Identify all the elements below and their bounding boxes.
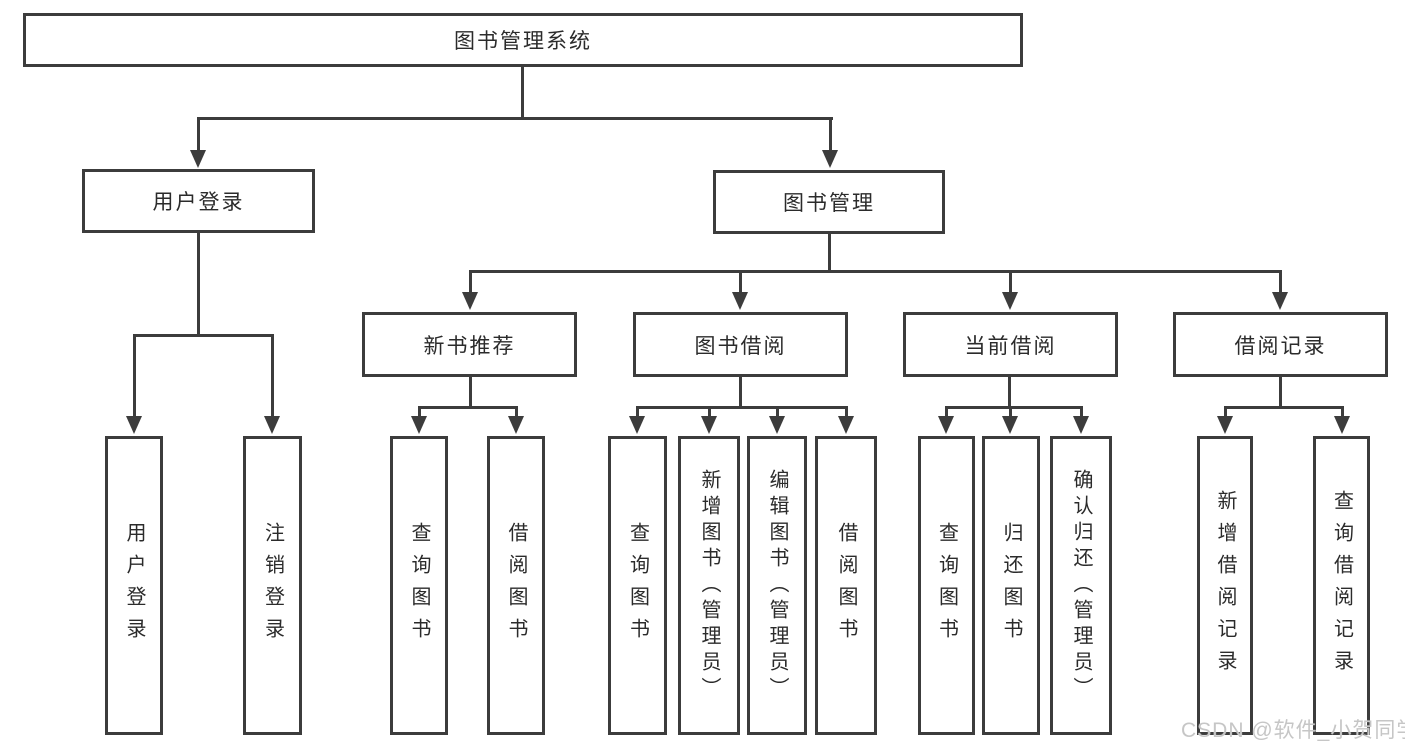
arrow-down-icon: [411, 416, 427, 434]
csdn-watermark: CSDN @软件_小贺同学: [1181, 719, 1405, 742]
arrow-down-icon: [769, 416, 785, 434]
connector-line: [197, 117, 833, 120]
arrow-down-icon: [629, 416, 645, 434]
arrow-down-icon: [732, 292, 748, 310]
leaf-borrow-books-recommend: 借阅图书: [487, 436, 545, 735]
connector-line: [1341, 406, 1344, 418]
node-borrow-records: 借阅记录: [1173, 312, 1388, 377]
arrow-down-icon: [1002, 416, 1018, 434]
connector-line: [829, 117, 832, 152]
connector-line: [1224, 406, 1344, 409]
connector-line: [1224, 406, 1227, 418]
arrow-down-icon: [126, 416, 142, 434]
leaf-logout: 注销登录: [243, 436, 302, 735]
connector-line: [1279, 270, 1282, 295]
connector-line: [845, 406, 848, 418]
connector-line: [521, 67, 524, 118]
connector-line: [739, 270, 742, 295]
leaf-borrow-books: 借阅图书: [815, 436, 877, 735]
leaf-user-login: 用户登录: [105, 436, 163, 735]
connector-line: [636, 406, 848, 409]
leaf-edit-book-admin: 编辑图书（管理员）: [747, 436, 807, 735]
node-current-borrow: 当前借阅: [903, 312, 1118, 377]
arrow-down-icon: [938, 416, 954, 434]
connector-line: [418, 406, 421, 418]
leaf-query-books-current: 查询图书: [918, 436, 975, 735]
arrow-down-icon: [508, 416, 524, 434]
connector-line: [1009, 406, 1012, 418]
connector-line: [1279, 377, 1282, 408]
connector-line: [739, 377, 742, 408]
arrow-down-icon: [1002, 292, 1018, 310]
connector-line: [1080, 406, 1083, 418]
arrow-down-icon: [701, 416, 717, 434]
arrow-down-icon: [1334, 416, 1350, 434]
connector-line: [133, 334, 136, 416]
leaf-confirm-return-admin: 确认归还（管理员）: [1050, 436, 1112, 735]
connector-line: [197, 117, 200, 152]
connector-line: [469, 377, 472, 408]
node-root: 图书管理系统: [23, 13, 1023, 67]
node-book-borrow: 图书借阅: [633, 312, 848, 377]
leaf-query-books-borrow: 查询图书: [608, 436, 667, 735]
connector-line: [636, 406, 639, 418]
leaf-query-books-recommend: 查询图书: [390, 436, 448, 735]
arrow-down-icon: [1272, 292, 1288, 310]
arrow-down-icon: [1217, 416, 1233, 434]
connector-line: [271, 334, 274, 416]
connector-line: [418, 406, 518, 409]
connector-line: [133, 334, 274, 337]
connector-line: [828, 234, 831, 273]
connector-line: [197, 233, 200, 337]
connector-line: [945, 406, 948, 418]
leaf-return-books: 归还图书: [982, 436, 1040, 735]
arrow-down-icon: [822, 150, 838, 168]
node-new-book-recommend: 新书推荐: [362, 312, 577, 377]
connector-line: [515, 406, 518, 418]
connector-line: [469, 270, 472, 295]
node-user-login: 用户登录: [82, 169, 315, 233]
leaf-add-book-admin: 新增图书（管理员）: [678, 436, 740, 735]
arrow-down-icon: [264, 416, 280, 434]
leaf-query-borrow-record: 查询借阅记录: [1313, 436, 1370, 735]
arrow-down-icon: [462, 292, 478, 310]
connector-line: [776, 406, 779, 418]
connector-line: [469, 270, 1282, 273]
connector-line: [945, 406, 1082, 409]
arrow-down-icon: [190, 150, 206, 168]
connector-line: [1009, 270, 1012, 295]
connector-line: [1008, 377, 1011, 408]
leaf-add-borrow-record: 新增借阅记录: [1197, 436, 1253, 735]
connector-line: [708, 406, 711, 418]
node-book-management: 图书管理: [713, 170, 945, 234]
arrow-down-icon: [1073, 416, 1089, 434]
arrow-down-icon: [838, 416, 854, 434]
